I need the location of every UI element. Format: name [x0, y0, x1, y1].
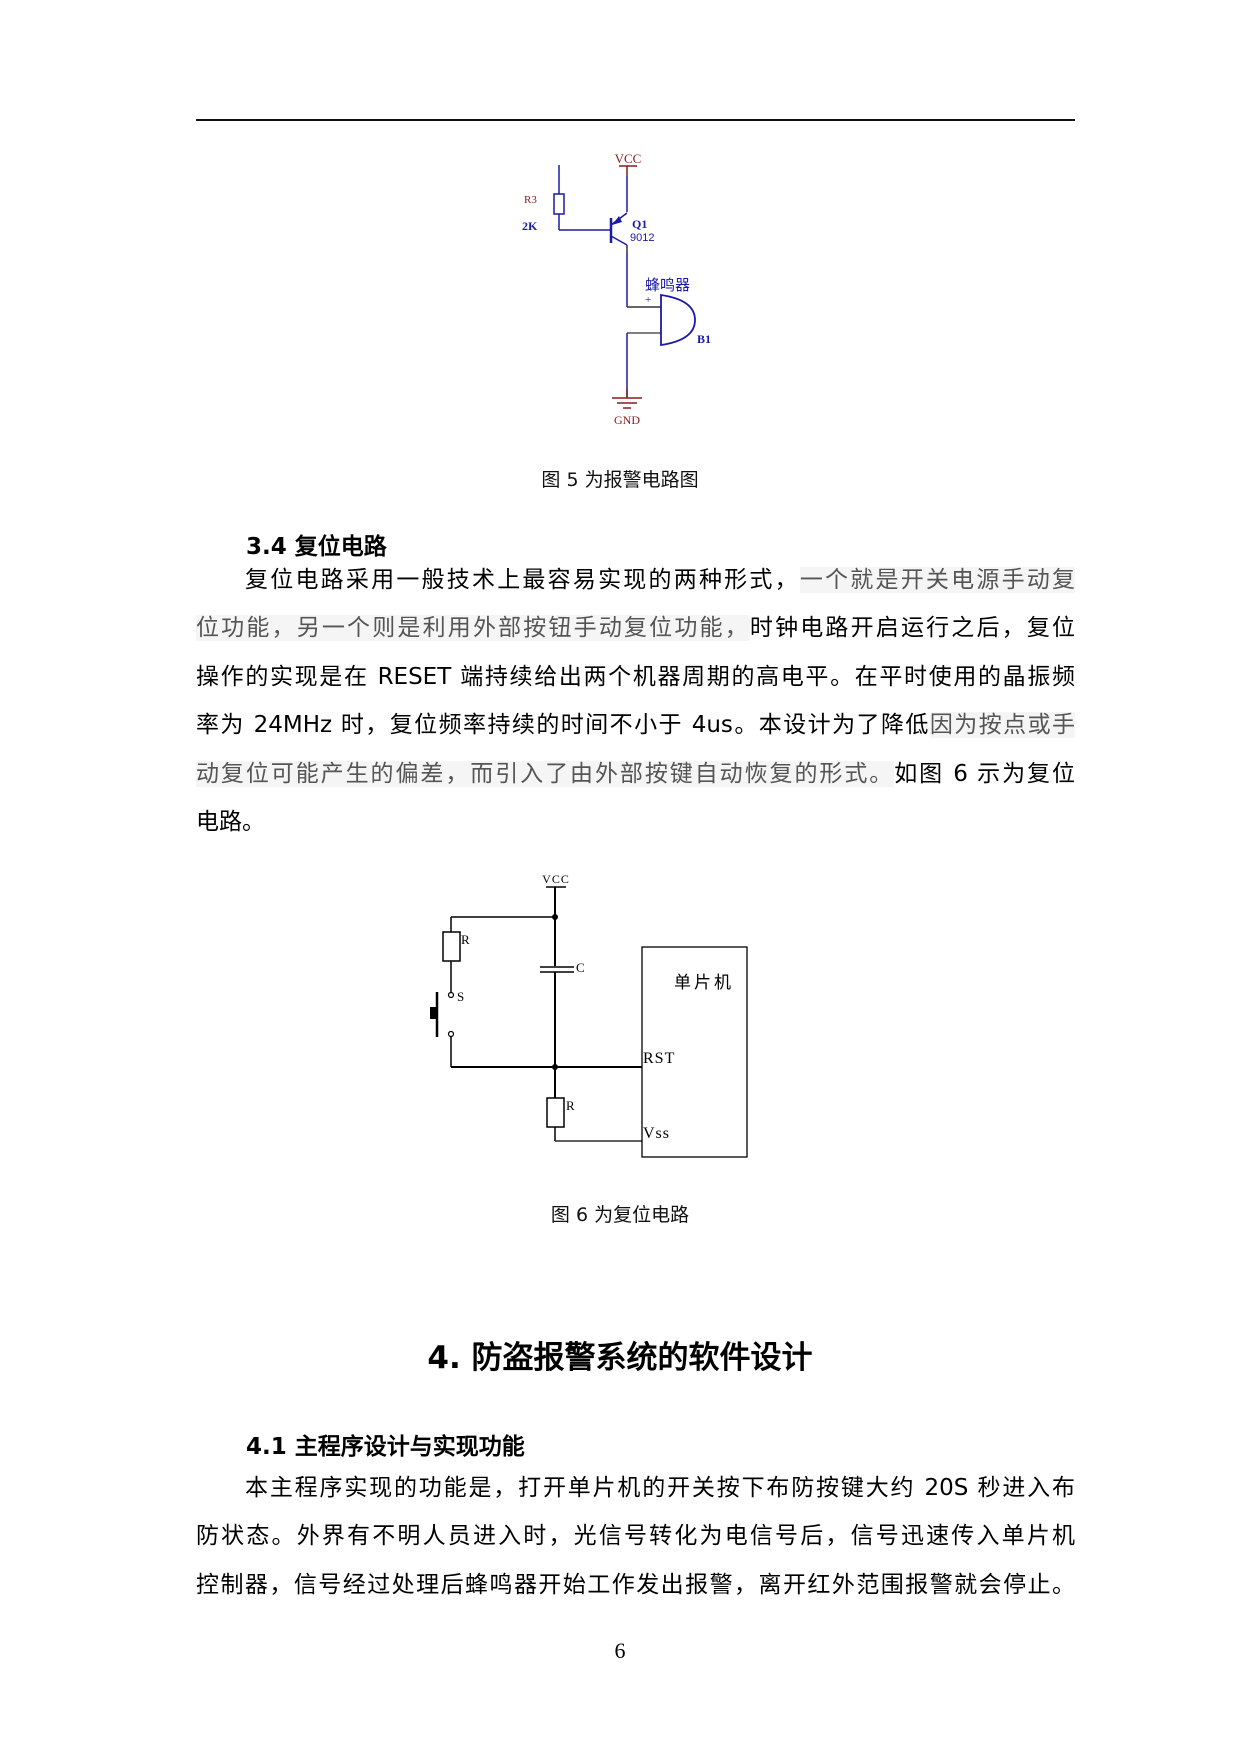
fig6-resistor-bottom: [546, 1097, 565, 1128]
section-4-1-heading: 4.1 主程序设计与实现功能: [246, 1434, 525, 1460]
paragraph-line: 复位电路采用一般技术上最容易实现的两种形式，一个就是开关电源手动复: [196, 556, 1075, 604]
fig6-vcc-label: VCC: [542, 872, 570, 886]
fig5-transistor-q1: [609, 212, 628, 246]
fig5-buzzer-symbol: [660, 293, 696, 347]
paragraph-line: 操作的实现是在 RESET 端持续给出两个机器周期的高电平。在平时使用的晶振频: [196, 653, 1075, 701]
text-run: 电路。: [196, 808, 265, 835]
text-run: 率为 24MHz 时，复位频率持续的时间不小于 4us。本设计为了降低: [196, 712, 930, 739]
fig6-push-button-switch: [430, 992, 439, 1037]
figure-6-caption: 图 6 为复位电路: [550, 1204, 690, 1226]
fig5-gnd-label: GND: [614, 413, 640, 427]
paragraph-line: 动复位可能产生的偏差，而引入了由外部按键自动恢复的形式。如图 6 示为复位: [196, 750, 1075, 798]
fig5-r3-value: 2K: [522, 219, 538, 233]
page-number: 6: [614, 1638, 626, 1663]
fig5-buzzer-label: 蜂鸣器: [645, 276, 690, 294]
fig5-resistor-r3: [553, 193, 565, 215]
fig5-q1-label: Q1: [632, 217, 647, 231]
fig5-r3-label: R3: [524, 194, 537, 206]
fig5-vcc-label: VCC: [615, 151, 642, 166]
fig6-resistor-top: [442, 931, 461, 962]
fig6-c-label: C: [576, 960, 585, 975]
fig5-ground-symbol: [612, 389, 642, 409]
text-run: 时钟电路开启运行之后，复位: [749, 615, 1076, 642]
fig6-r-bottom-label: R: [566, 1098, 575, 1113]
fig6-mcu-box: [641, 946, 748, 1158]
text-run: 操作的实现是在 RESET 端持续给出两个机器周期的高电平。在平时使用的晶振频: [196, 663, 1075, 690]
fig5-q1-model: 9012: [630, 232, 654, 244]
fig6-capacitor: [540, 966, 574, 973]
fig5-b1-label: B1: [697, 332, 711, 346]
figure-5-alarm-circuit: VCC R3 2K Q1 9012 蜂鸣器 + B1 GND: [522, 151, 711, 427]
highlighted-text: 一个就是开关电源手动复: [799, 567, 1075, 593]
header-rule: [196, 119, 1075, 121]
figure-5-caption: 图 5 为报警电路图: [541, 469, 699, 491]
section-4-1-paragraph: 本主程序实现的功能是，打开单片机的开关按下布防按键大约 20S 秒进入布 防状态…: [196, 1464, 1075, 1609]
paragraph-line: 控制器，信号经过处理后蜂鸣器开始工作发出报警，离开红外范围报警就会停止。: [196, 1571, 1075, 1598]
text-run: 如图 6 示为复位: [894, 760, 1075, 787]
section-3-4-heading: 3.4 复位电路: [246, 534, 387, 560]
paragraph-line: 防状态。外界有不明人员进入时，光信号转化为电信号后，信号迅速传入单片机: [196, 1523, 1075, 1550]
highlighted-text: 位功能，另一个则是利用外部按钮手动复位功能，: [196, 615, 750, 642]
paragraph-line: 位功能，另一个则是利用外部按钮手动复位功能，时钟电路开启运行之后，复位: [196, 604, 1075, 652]
chapter-4-heading: 4. 防盗报警系统的软件设计: [427, 1340, 813, 1376]
fig6-rst-pin-label: RST: [643, 1050, 675, 1067]
fig6-switch-label: S: [457, 989, 464, 1004]
paragraph-line: 本主程序实现的功能是，打开单片机的开关按下布防按键大约 20S 秒进入布: [245, 1475, 1075, 1501]
highlighted-text: 因为按点或手: [929, 712, 1076, 739]
paragraph-line: 电路。: [196, 798, 1075, 846]
fig6-vss-pin-label: Vss: [643, 1125, 670, 1142]
fig6-mcu-label: 单片机: [674, 973, 734, 993]
figure-6-reset-circuit: VCC R S C R 单片机 RST Vss: [430, 872, 748, 1158]
section-3-4-paragraph: 复位电路采用一般技术上最容易实现的两种形式，一个就是开关电源手动复位功能，另一个…: [196, 556, 1076, 846]
highlighted-text: 动复位可能产生的偏差，而引入了由外部按键自动恢复的形式。: [196, 760, 895, 787]
paragraph-line: 率为 24MHz 时，复位频率持续的时间不小于 4us。本设计为了降低因为按点或…: [196, 701, 1076, 749]
fig5-buzzer-plus: +: [645, 294, 651, 306]
text-run: 复位电路采用一般技术上最容易实现的两种形式，: [245, 567, 800, 593]
fig6-r-top-label: R: [461, 932, 470, 947]
